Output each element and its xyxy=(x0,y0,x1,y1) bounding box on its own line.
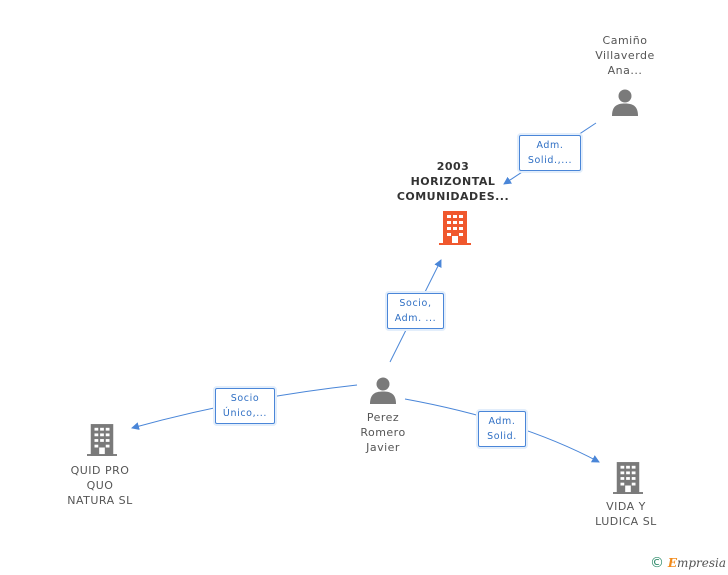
building-icon-horizontal[interactable] xyxy=(439,211,471,245)
copyright-icon: © xyxy=(650,555,664,571)
relation-label-camino-horizontal[interactable]: Adm. Solid.,... xyxy=(519,135,581,171)
building-icon-vida[interactable] xyxy=(613,461,643,495)
relation-label-perez-vida[interactable]: Adm. Solid. xyxy=(478,411,526,447)
brand-logo: Empresia xyxy=(667,556,727,570)
node-label-perez: Perez Romero Javier xyxy=(360,411,406,454)
person-icon-camino[interactable] xyxy=(611,88,639,116)
relation-label-perez-horizontal[interactable]: Socio, Adm. ... xyxy=(387,293,444,329)
node-label-camino: Camiño Villaverde Ana... xyxy=(595,34,655,77)
building-icon-quidpro[interactable] xyxy=(87,423,117,457)
node-label-quidpro: QUID PRO QUO NATURA SL xyxy=(67,464,133,507)
node-label-horizontal: 2003 HORIZONTAL COMUNIDADES... xyxy=(396,160,510,203)
person-icon-perez[interactable] xyxy=(369,376,397,404)
relation-label-perez-quidpro[interactable]: Socio Único,... xyxy=(215,388,275,424)
node-label-vida: VIDA Y LUDICA SL xyxy=(595,500,657,528)
footer-brand: © Empresia xyxy=(650,555,726,571)
